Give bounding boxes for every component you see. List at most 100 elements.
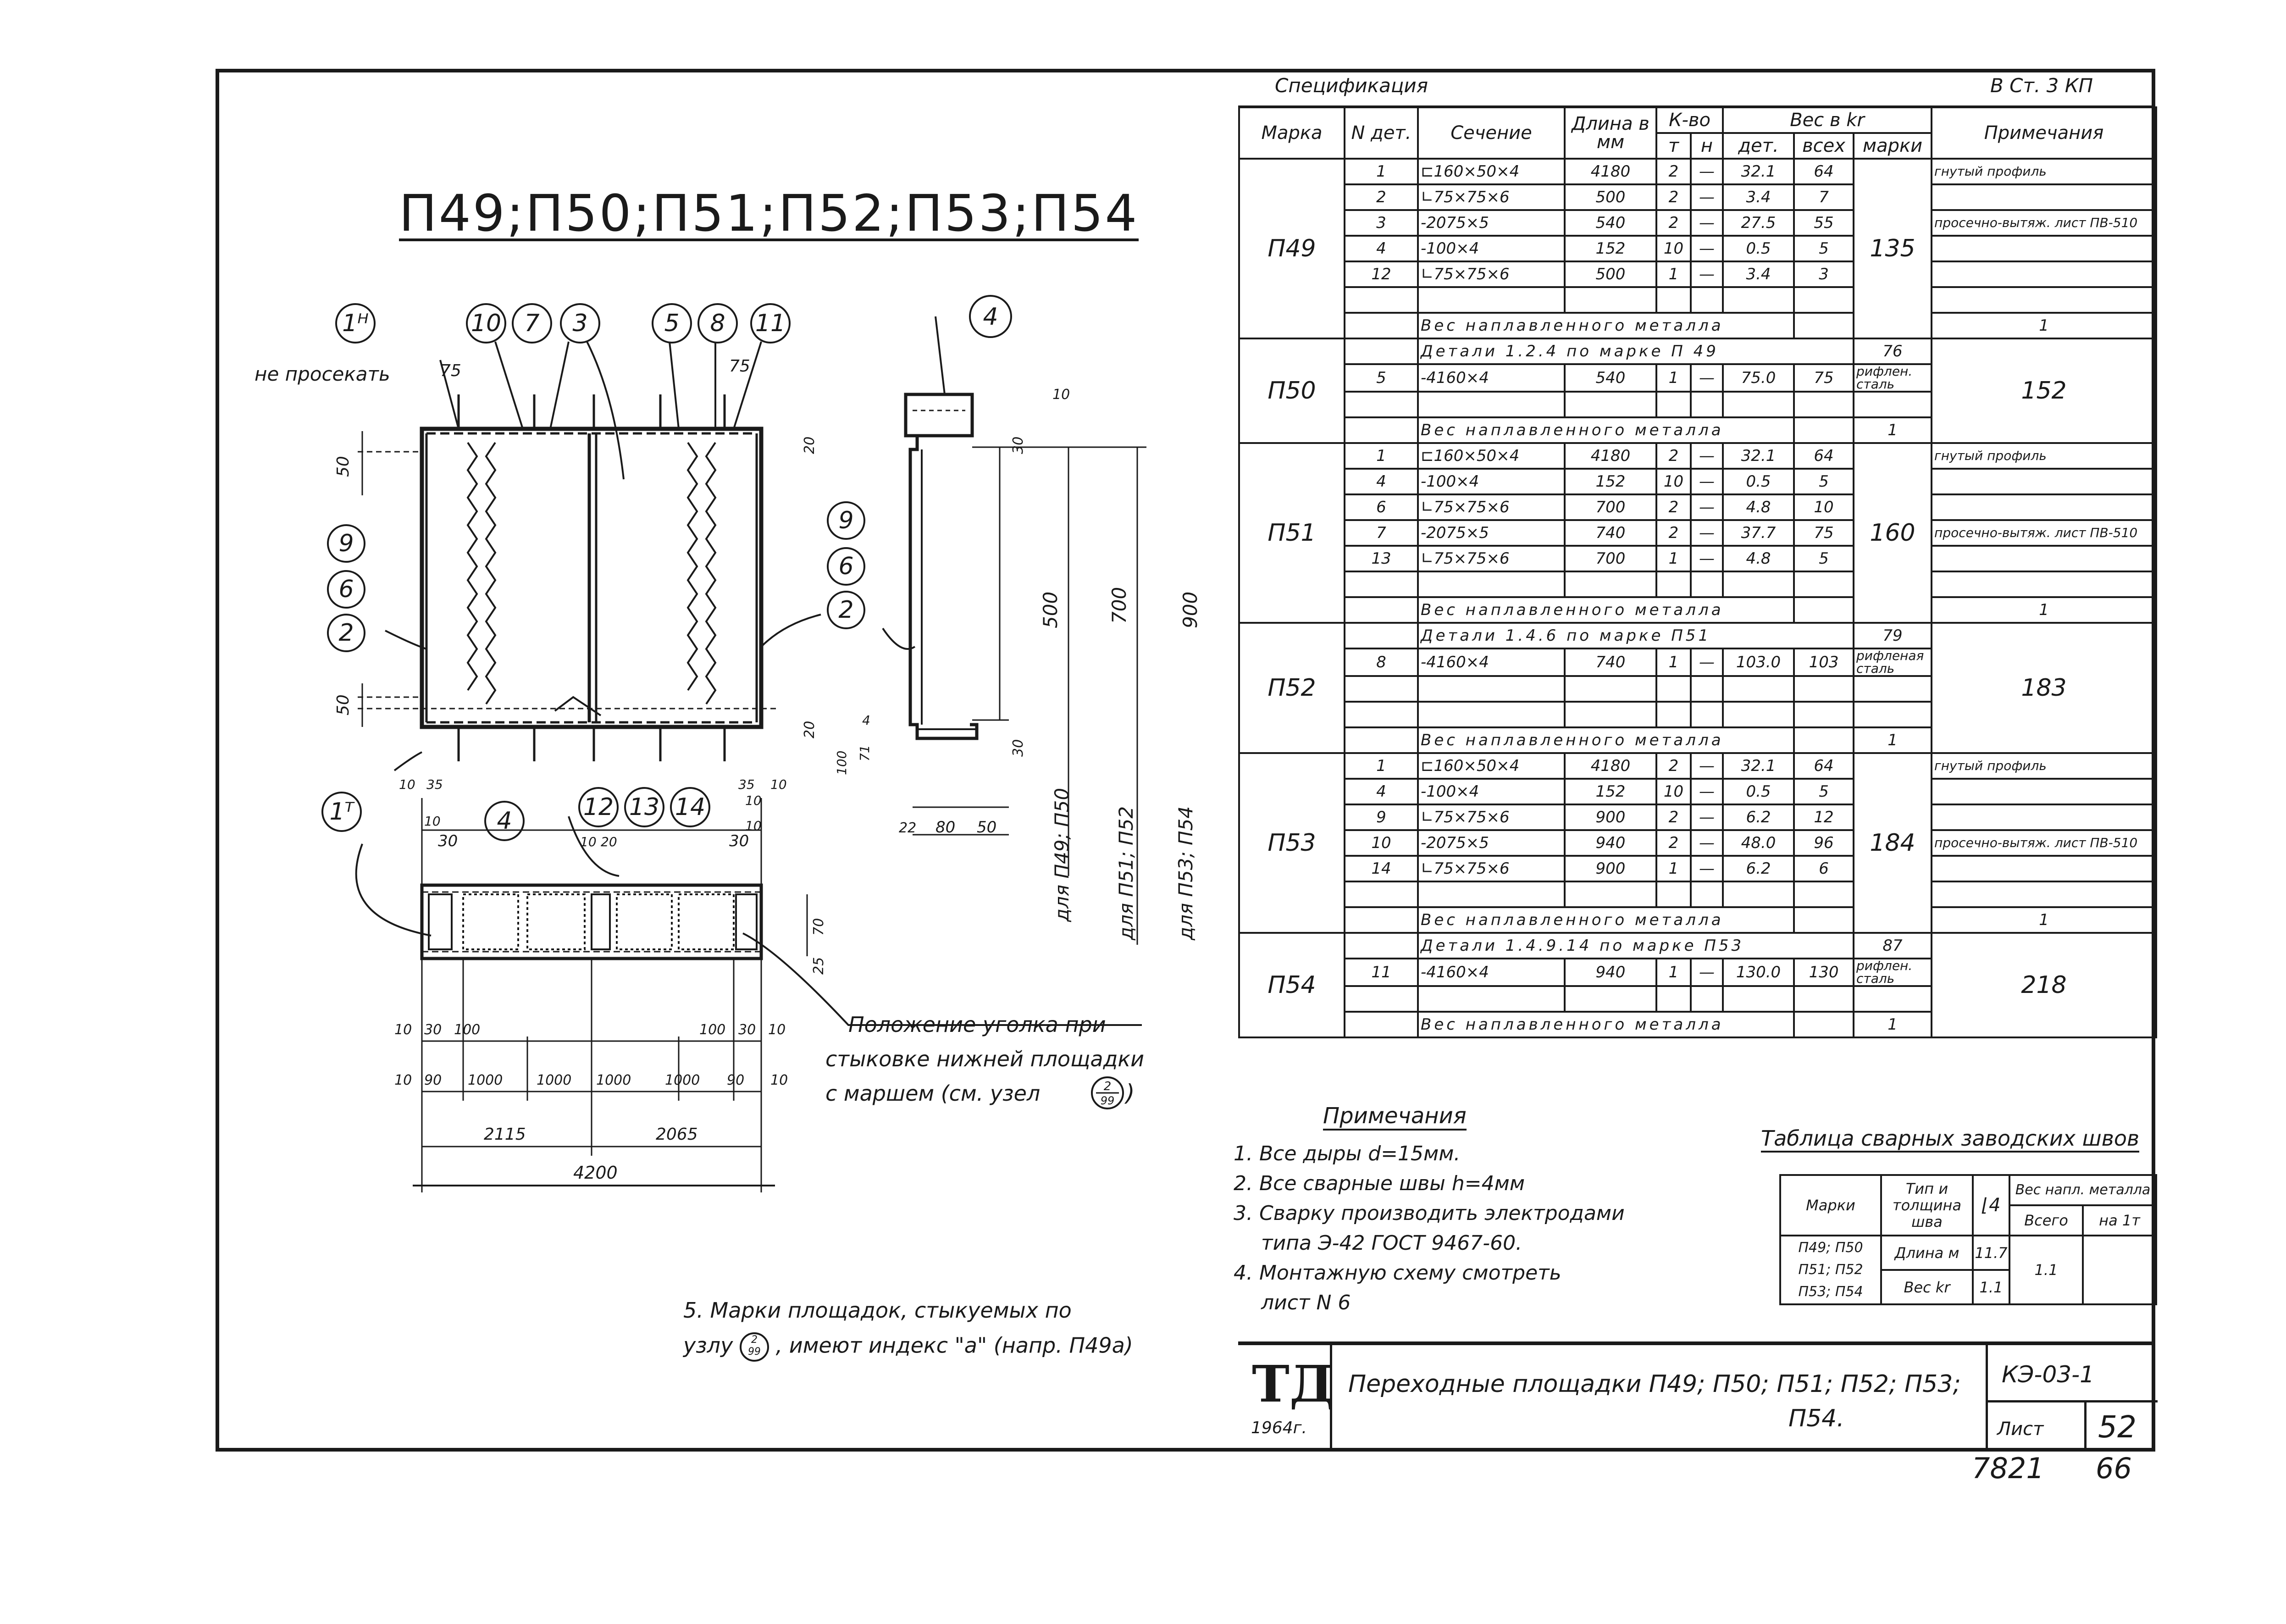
spec-section: ⊏160×50×4 bbox=[1417, 158, 1566, 185]
spec-w-all: 64 bbox=[1793, 442, 1855, 470]
spec-det: 1 bbox=[1344, 752, 1419, 780]
node-ref-den: 99 bbox=[1101, 1094, 1115, 1107]
spec-det: 1 bbox=[1344, 158, 1419, 185]
spec-length: 4180 bbox=[1564, 158, 1657, 185]
spec-weld-label: Вес наплавленного металла bbox=[1417, 906, 1795, 934]
spec-empty bbox=[1655, 701, 1692, 728]
spec-section: ⊏160×50×4 bbox=[1417, 752, 1566, 780]
spec-note: просечно-вытяж. лист ПВ-510 bbox=[1931, 209, 2158, 237]
spec-qty-n: — bbox=[1689, 958, 1724, 987]
spec-section: -4160×4 bbox=[1417, 958, 1566, 987]
note-5-node: узлу bbox=[683, 1333, 733, 1358]
plan-top-35-b: 35 bbox=[738, 777, 755, 792]
stamp-title-2: П54. bbox=[1788, 1405, 1844, 1432]
logo: ТД bbox=[1252, 1354, 1334, 1413]
spec-section: -4160×4 bbox=[1417, 648, 1566, 677]
spec-note bbox=[1931, 545, 2158, 572]
note-3: 3. Сварку производить электродами bbox=[1234, 1202, 1625, 1225]
spec-row bbox=[1239, 675, 2156, 703]
spec-empty bbox=[1722, 286, 1795, 314]
spec-qty-n: — bbox=[1689, 183, 1724, 211]
dim-50-top: 50 bbox=[334, 456, 353, 477]
callout-3: 3 bbox=[572, 310, 587, 337]
plan-r1-0: 10 bbox=[394, 1022, 412, 1038]
spec-note bbox=[1931, 804, 2158, 831]
spec-det: 1 bbox=[1344, 442, 1419, 470]
spec-steel: В Ст. 3 КП bbox=[1990, 74, 2093, 97]
spec-qty-t: 2 bbox=[1655, 493, 1692, 521]
spec-section: -100×4 bbox=[1417, 235, 1566, 262]
stamp-sheet-divider bbox=[2084, 1400, 2087, 1452]
spec-det: 9 bbox=[1344, 804, 1419, 831]
spec-weld-weight: 1 bbox=[1931, 312, 2158, 339]
spec-note bbox=[1931, 493, 2158, 521]
spec-w-det: 0.5 bbox=[1722, 778, 1795, 805]
callout-13: 13 bbox=[629, 793, 659, 821]
spec-empty bbox=[1655, 571, 1692, 598]
h-qty_n: н bbox=[1689, 132, 1724, 160]
spec-empty bbox=[1344, 571, 1419, 598]
spec-note-empty bbox=[1931, 571, 2158, 598]
weld-h-weight: Вес напл. металла bbox=[2008, 1174, 2158, 1206]
spec-section: ∟75×75×6 bbox=[1417, 261, 1566, 288]
spec-w-all: 130 bbox=[1793, 958, 1855, 987]
spec-w-all: 75 bbox=[1793, 363, 1855, 393]
spec-w-det: 0.5 bbox=[1722, 468, 1795, 495]
drawing-graphics: 1ᴴ 10 7 3 5 8 11 9 6 2 9 6 2 1ᵀ 4 12 13 … bbox=[255, 295, 1201, 1192]
spec-empty bbox=[1417, 985, 1566, 1013]
sec-dim-50: 50 bbox=[977, 818, 996, 837]
spec-section: -100×4 bbox=[1417, 778, 1566, 805]
plan-top-10-f: 10 bbox=[745, 793, 762, 808]
spec-w-det: 0.5 bbox=[1722, 235, 1795, 262]
spec-w-all: 5 bbox=[1793, 468, 1855, 495]
sec-dim-100: 100 bbox=[834, 751, 849, 775]
spec-w-all: 75 bbox=[1793, 519, 1855, 547]
spec-note bbox=[1931, 235, 2158, 262]
spec-det: 13 bbox=[1344, 545, 1419, 572]
spec-mark: П49 bbox=[1238, 158, 1345, 339]
spec-note-empty bbox=[1853, 391, 1933, 418]
spec-length: 152 bbox=[1564, 468, 1657, 495]
spec-mark: П52 bbox=[1238, 622, 1345, 754]
spec-section: ∟75×75×6 bbox=[1417, 493, 1566, 521]
spec-det-blank bbox=[1344, 596, 1419, 624]
spec-qty-t: 10 bbox=[1655, 235, 1692, 262]
stamp-code-cell: КЭ-03-1 Лист 52 bbox=[1986, 1345, 2158, 1452]
spec-length: 540 bbox=[1564, 363, 1657, 393]
note-4b: лист N 6 bbox=[1261, 1291, 1351, 1314]
spec-pre-weight: 87 bbox=[1853, 932, 1933, 959]
spec-pre: Детали 1.4.6 по марке П51 bbox=[1417, 622, 1855, 649]
weld-r2-val: 1.1 bbox=[1972, 1269, 2010, 1305]
spec-w-all: 6 bbox=[1793, 855, 1855, 882]
spec-det: 8 bbox=[1344, 648, 1419, 677]
stamp-year: 1964г. bbox=[1251, 1419, 1307, 1437]
spec-weld-empty bbox=[1793, 1011, 1855, 1038]
spec-qty-t: 1 bbox=[1655, 648, 1692, 677]
plan-r1-1: 30 bbox=[424, 1022, 442, 1038]
spec-note: рифленая сталь bbox=[1853, 648, 1933, 677]
spec-w-all: 5 bbox=[1793, 235, 1855, 262]
spec-qty-n: — bbox=[1689, 519, 1724, 547]
spec-length: 740 bbox=[1564, 648, 1657, 677]
spec-section: -2075×5 bbox=[1417, 829, 1566, 857]
spec-empty bbox=[1689, 881, 1724, 908]
spec-length: 4180 bbox=[1564, 752, 1657, 780]
spec-note bbox=[1931, 261, 2158, 288]
spec-total: 218 bbox=[1931, 932, 2158, 1038]
spec-empty bbox=[1793, 571, 1855, 598]
drawing-title: П49;П50;П51;П52;П53;П54 bbox=[399, 184, 1139, 243]
callout-12: 12 bbox=[583, 793, 614, 821]
spec-pre-weight: 76 bbox=[1853, 338, 1933, 365]
sec-dim-20-top: 20 bbox=[802, 437, 818, 454]
weld-h-total: Всего bbox=[2009, 1204, 2084, 1236]
sec-dim-4: 4 bbox=[862, 713, 870, 728]
spec-empty bbox=[1722, 571, 1795, 598]
note-5-line1: 5. Марки площадок, стыкуемых по bbox=[683, 1298, 1072, 1323]
spec-length: 4180 bbox=[1564, 442, 1657, 470]
